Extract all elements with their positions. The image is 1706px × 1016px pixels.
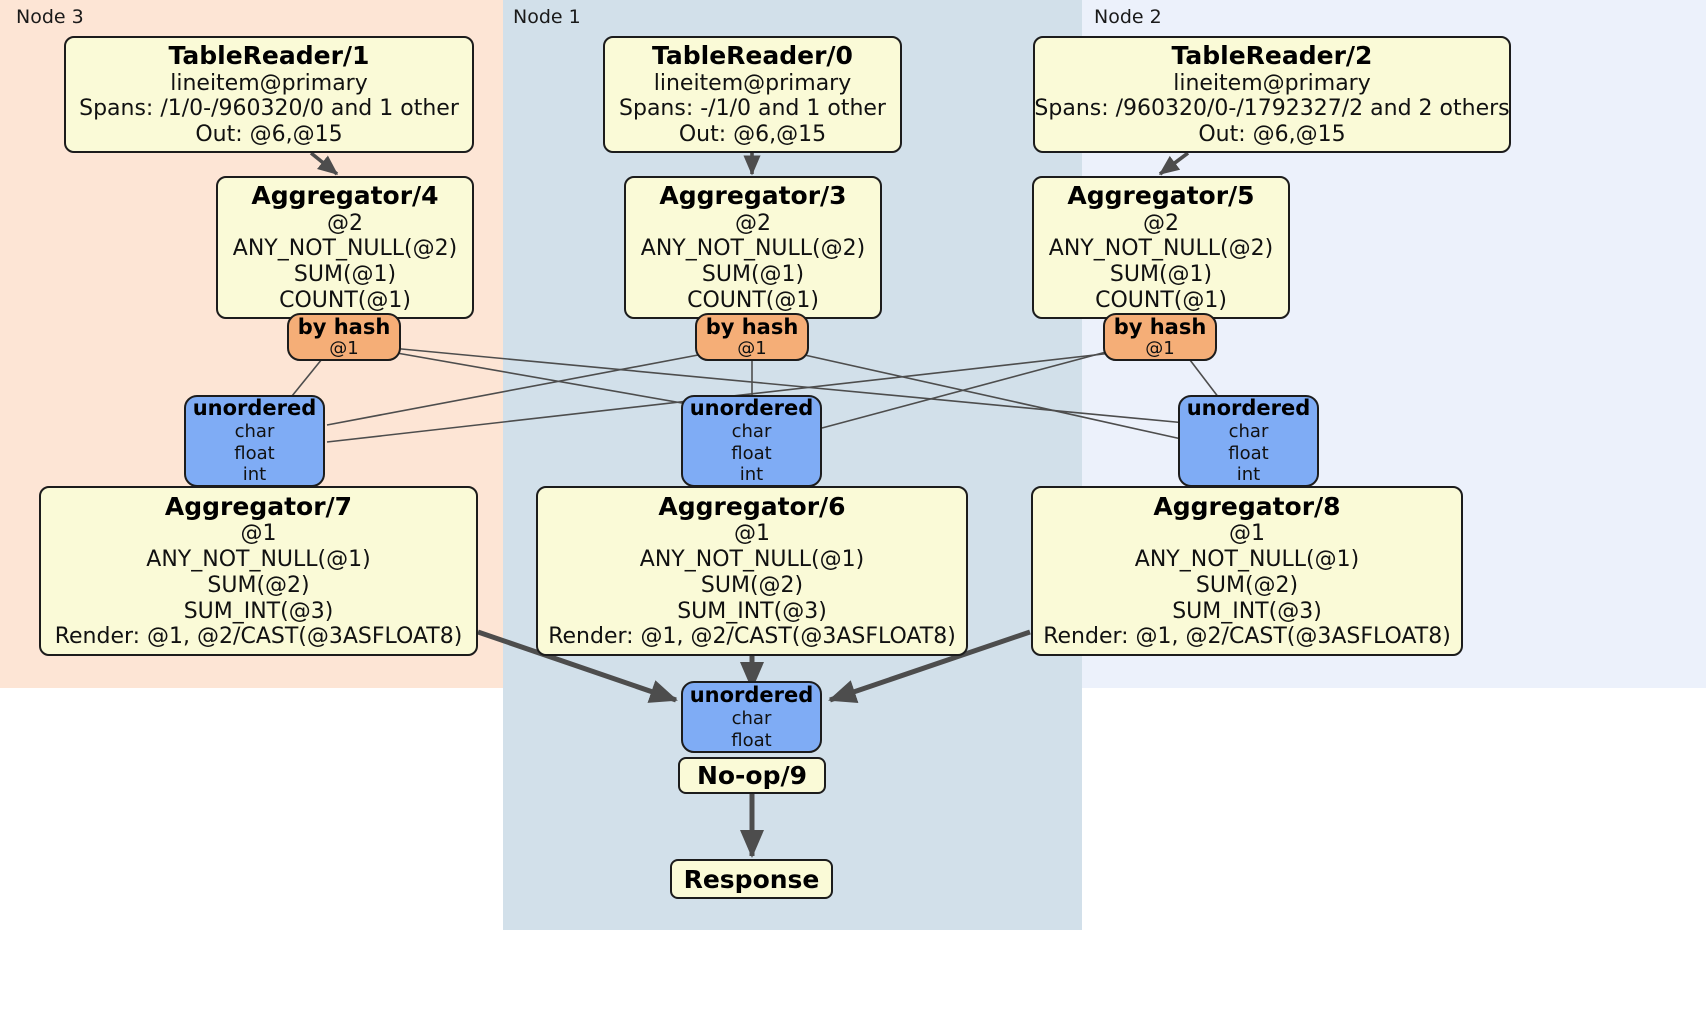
router-title: by hash [1113,314,1207,339]
processor-line: Spans: -/1/0 and 1 other [619,96,886,122]
processor-aggregator-8[interactable]: Aggregator/8 @1 ANY_NOT_NULL(@1) SUM(@2)… [1031,486,1463,656]
processor-line: COUNT(@1) [687,287,819,313]
router-title: by hash [297,314,391,339]
router-by-hash-node1[interactable]: by hash @1 [695,313,809,361]
processor-title: TableReader/2 [1171,41,1373,71]
processor-line: ANY_NOT_NULL(@2) [232,236,458,262]
processor-aggregator-7[interactable]: Aggregator/7 @1 ANY_NOT_NULL(@1) SUM(@2)… [39,486,478,656]
processor-line: Render: @1, @2/CAST(@3ASFLOAT8) [1043,624,1451,650]
router-by-hash-node3[interactable]: by hash @1 [287,313,401,361]
processor-response[interactable]: Response [670,859,833,899]
node-label-node2: Node 2 [1094,6,1162,28]
processor-line: Spans: /1/0-/960320/0 and 1 other [79,96,459,122]
processor-line: SUM(@2) [1195,572,1299,598]
processor-line: ANY_NOT_NULL(@1) [639,547,865,573]
receiver-line: float [731,729,772,751]
processor-line: SUM_INT(@3) [183,598,334,624]
processor-line: ANY_NOT_NULL(@2) [1048,236,1274,262]
receiver-unordered-node1[interactable]: unordered char float int [681,395,822,487]
receiver-line: int [1236,464,1261,486]
processor-title: Aggregator/7 [164,492,353,522]
processor-title: Response [683,864,820,894]
processor-tablereader-0[interactable]: TableReader/0 lineitem@primary Spans: -/… [603,36,902,153]
processor-line: SUM(@1) [293,262,397,288]
processor-line: @2 [735,210,771,236]
receiver-line: int [242,464,267,486]
processor-line: lineitem@primary [170,70,368,96]
router-by-hash-node2[interactable]: by hash @1 [1103,313,1217,361]
processor-line: @1 [240,521,277,547]
processor-title: Aggregator/4 [251,181,439,211]
processor-title: Aggregator/6 [658,492,846,522]
receiver-title: unordered [192,396,317,421]
router-line: @1 [329,337,359,359]
processor-line: @2 [327,210,363,236]
node-label-node1: Node 1 [513,6,581,28]
processor-line: COUNT(@1) [1095,287,1227,313]
processor-line: ANY_NOT_NULL(@2) [640,236,866,262]
receiver-unordered-final[interactable]: unordered char float [681,681,822,753]
processor-title: No-op/9 [696,761,808,790]
processor-line: SUM(@1) [1109,262,1213,288]
processor-line: @2 [1143,210,1179,236]
receiver-line: char [731,708,772,729]
processor-aggregator-5[interactable]: Aggregator/5 @2 ANY_NOT_NULL(@2) SUM(@1)… [1032,176,1290,319]
processor-line: Out: @6,@15 [1198,122,1346,147]
processor-tablereader-2[interactable]: TableReader/2 lineitem@primary Spans: /9… [1033,36,1511,153]
receiver-line: float [234,442,275,464]
receiver-line: float [731,442,772,464]
processor-line: SUM_INT(@3) [1172,598,1322,624]
receiver-unordered-node2[interactable]: unordered char float int [1178,395,1319,487]
processor-tablereader-1[interactable]: TableReader/1 lineitem@primary Spans: /1… [64,36,474,153]
processor-line: Render: @1, @2/CAST(@3ASFLOAT8) [548,624,956,650]
processor-line: SUM(@2) [700,572,804,598]
processor-line: ANY_NOT_NULL(@1) [146,547,371,573]
processor-line: @1 [1229,521,1265,547]
processor-line: lineitem@primary [1173,70,1371,96]
processor-line: Out: @6,@15 [678,122,827,147]
processor-title: TableReader/0 [652,41,853,71]
receiver-title: unordered [689,396,814,421]
router-line: @1 [737,337,767,359]
processor-line: Render: @1, @2/CAST(@3ASFLOAT8) [54,624,463,650]
processor-line: Out: @6,@15 [195,122,343,147]
processor-line: @1 [734,521,770,547]
processor-line: SUM_INT(@3) [677,598,827,624]
processor-line: lineitem@primary [653,70,852,96]
processor-title: Aggregator/3 [659,181,847,211]
router-title: by hash [705,314,799,339]
receiver-title: unordered [1186,396,1311,421]
receiver-unordered-node3[interactable]: unordered char float int [184,395,325,487]
receiver-line: int [739,464,764,486]
receiver-line: char [731,421,772,443]
receiver-line: char [234,421,275,443]
processor-line: ANY_NOT_NULL(@1) [1134,547,1360,573]
node-label-node3: Node 3 [16,6,84,28]
processor-title: TableReader/1 [168,41,370,71]
router-line: @1 [1145,337,1175,359]
receiver-line: char [1228,421,1269,443]
processor-line: SUM(@2) [207,572,310,598]
processor-noop-9[interactable]: No-op/9 [678,757,826,794]
receiver-title: unordered [689,682,814,707]
processor-line: COUNT(@1) [279,287,411,313]
processor-aggregator-4[interactable]: Aggregator/4 @2 ANY_NOT_NULL(@2) SUM(@1)… [216,176,474,319]
receiver-line: float [1228,442,1269,464]
processor-aggregator-6[interactable]: Aggregator/6 @1 ANY_NOT_NULL(@1) SUM(@2)… [536,486,968,656]
processor-aggregator-3[interactable]: Aggregator/3 @2 ANY_NOT_NULL(@2) SUM(@1)… [624,176,882,319]
processor-title: Aggregator/8 [1153,492,1341,522]
processor-line: Spans: /960320/0-/1792327/2 and 2 others [1034,96,1510,122]
processor-title: Aggregator/5 [1067,181,1255,211]
processor-line: SUM(@1) [701,262,805,288]
